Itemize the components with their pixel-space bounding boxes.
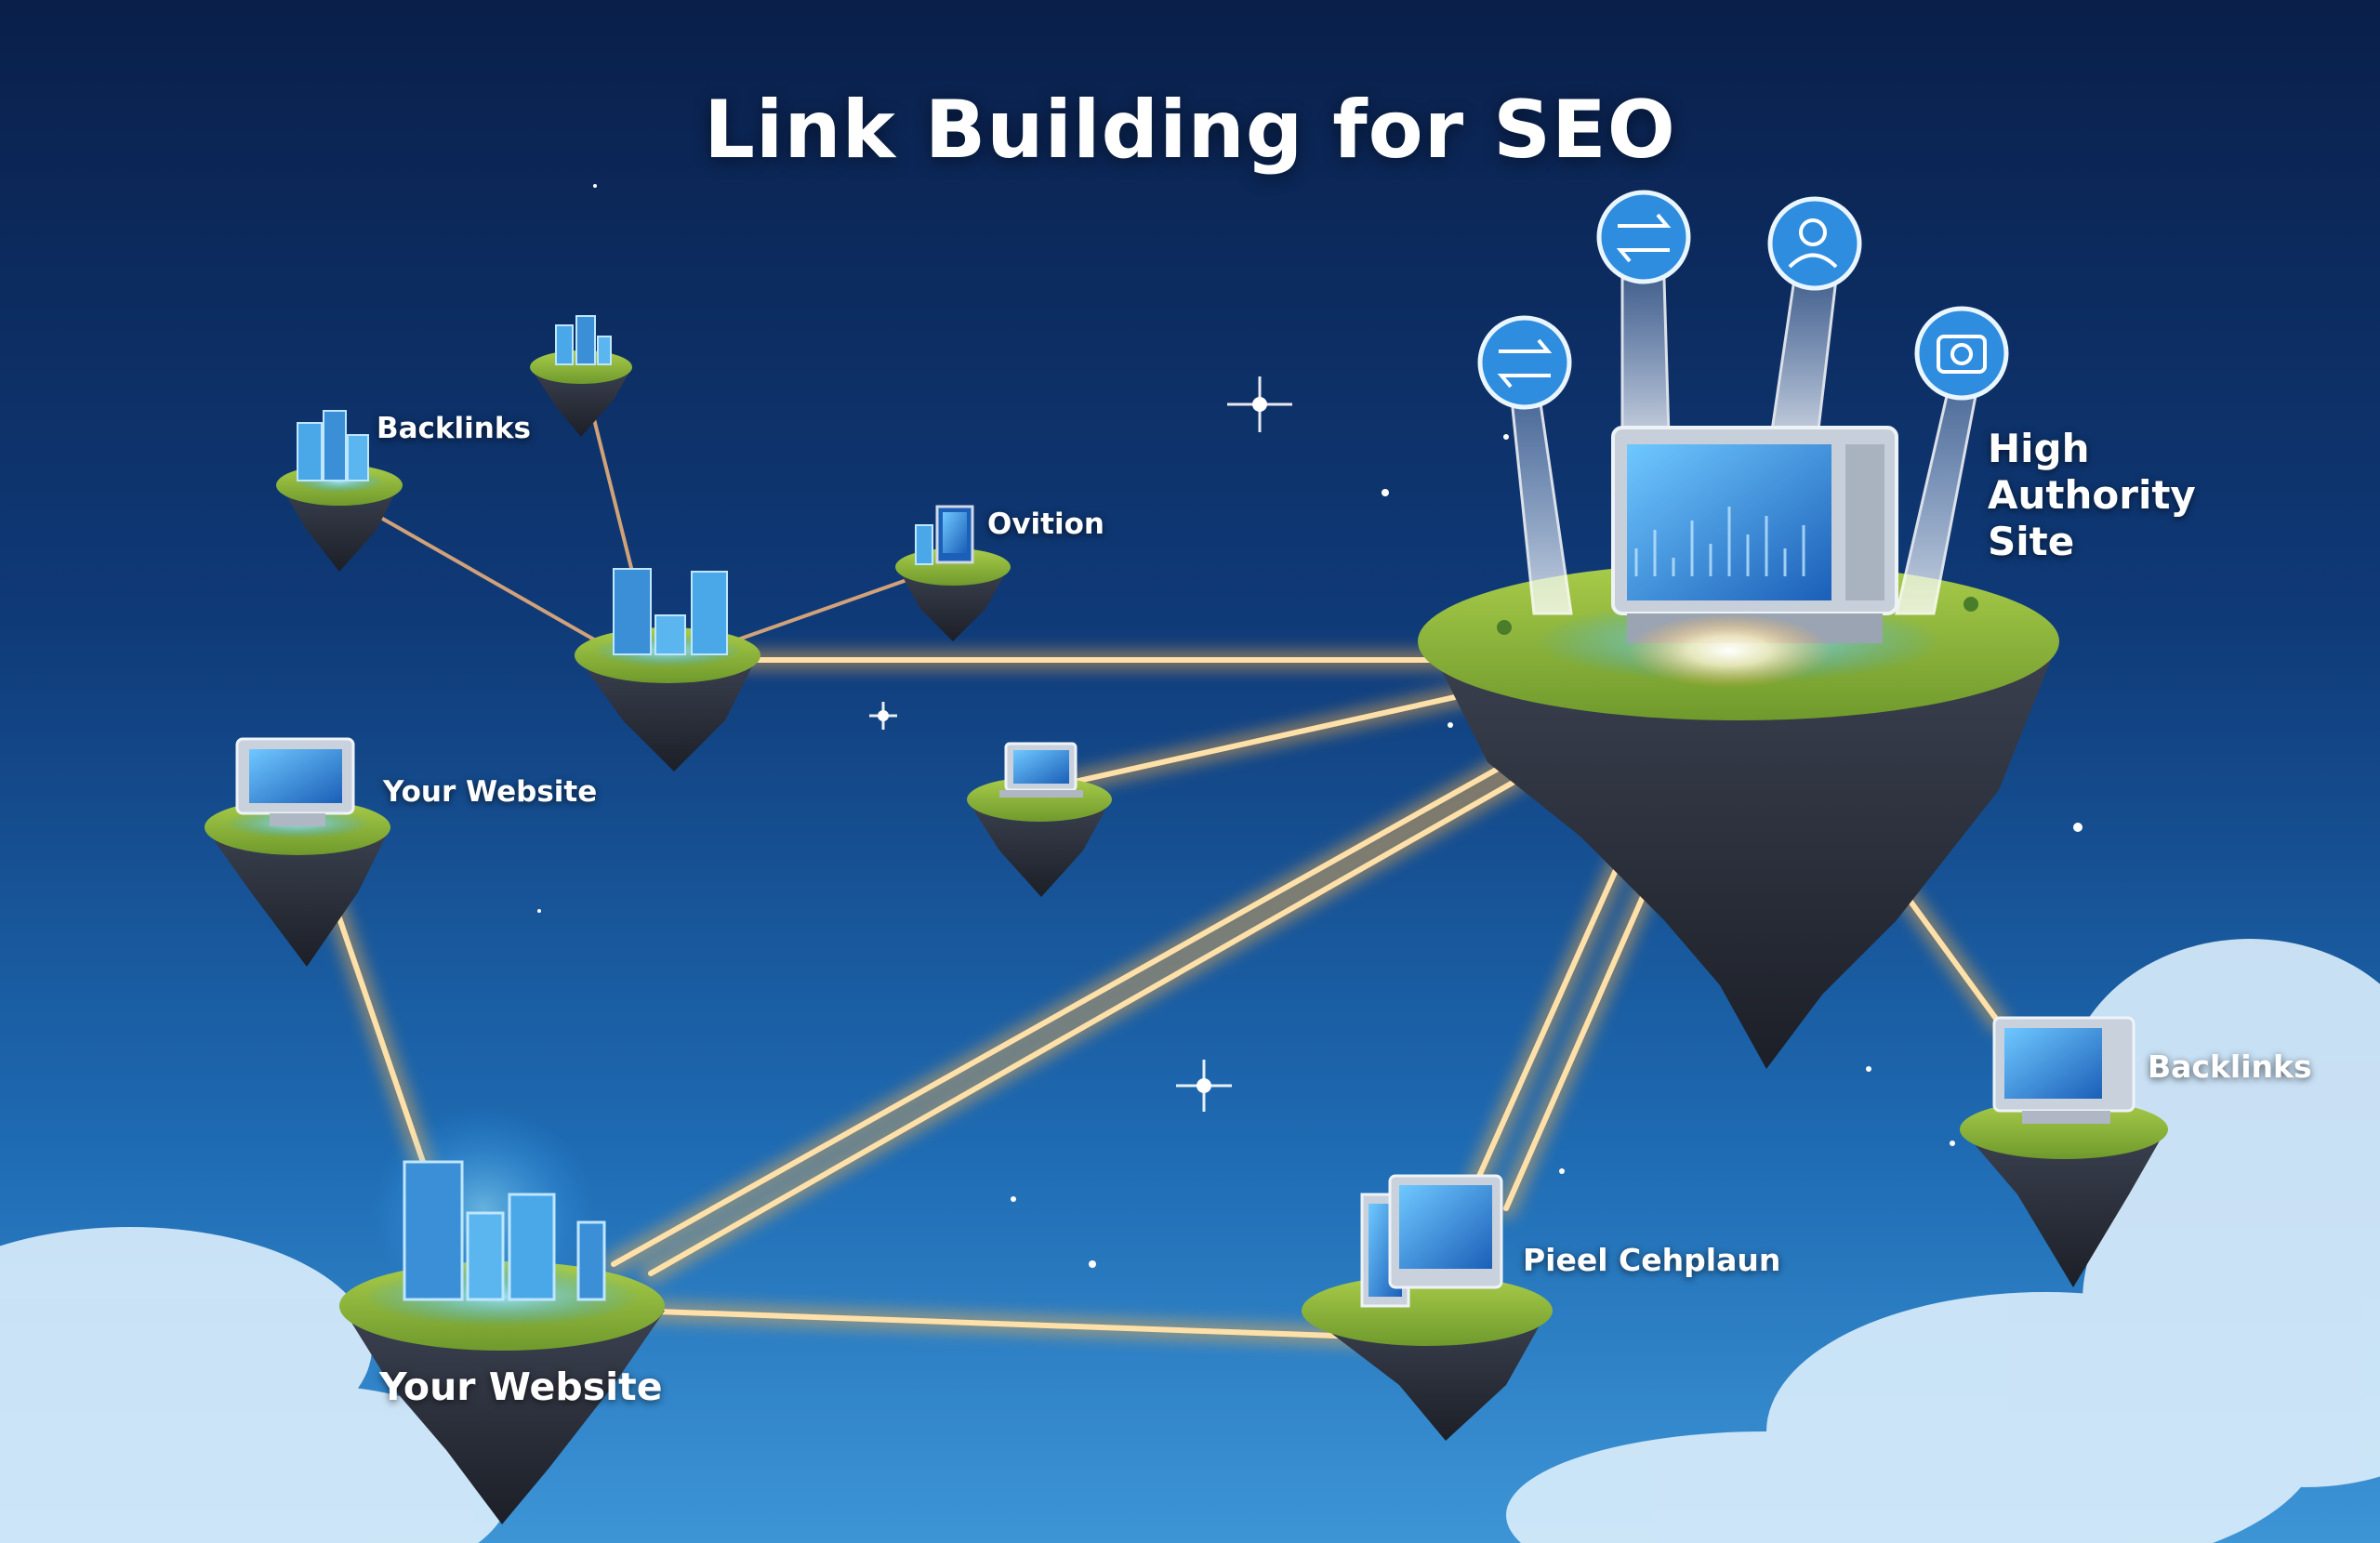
- label-backlinks-top-left: Backlinks: [377, 412, 531, 445]
- island-top-buildings: [530, 315, 632, 437]
- star-sparkles: [869, 376, 1292, 1112]
- page-title: Link Building for SEO: [704, 84, 1676, 177]
- label-backlinks-right: Backlinks: [2148, 1048, 2312, 1085]
- clouds: [0, 939, 2380, 1543]
- island-central-buildings: [575, 568, 760, 772]
- island-oution: [895, 505, 1011, 641]
- label-your-website-left: Your Website: [383, 775, 598, 809]
- island-pixel-campaign: [1302, 1174, 1553, 1441]
- exchange-icon: [1477, 315, 1572, 410]
- island-backlinks-top-left: [276, 410, 403, 572]
- island-laptop-middle: [967, 742, 1112, 897]
- island-backlinks-right: [1960, 1016, 2168, 1287]
- label-hub-line3: Site: [1988, 519, 2075, 564]
- label-your-website-main: Your Website: [379, 1365, 663, 1409]
- island-your-website-left: [205, 737, 390, 967]
- label-pixel-campaign: Pieel Cehplaun: [1523, 1242, 1781, 1278]
- island-your-website-main: [339, 1106, 665, 1524]
- user-search-icon: [1767, 196, 1862, 291]
- camera-icon: [1914, 306, 2009, 401]
- label-hub-line2: Authority: [1988, 472, 2196, 518]
- island-high-authority-hub: [1418, 277, 2059, 1069]
- label-oution: Ovition: [987, 508, 1104, 541]
- label-hub-line1: High: [1988, 426, 2090, 471]
- exchange-icon: [1596, 190, 1691, 284]
- label-high-authority-site: High Authority Site: [1988, 426, 2229, 565]
